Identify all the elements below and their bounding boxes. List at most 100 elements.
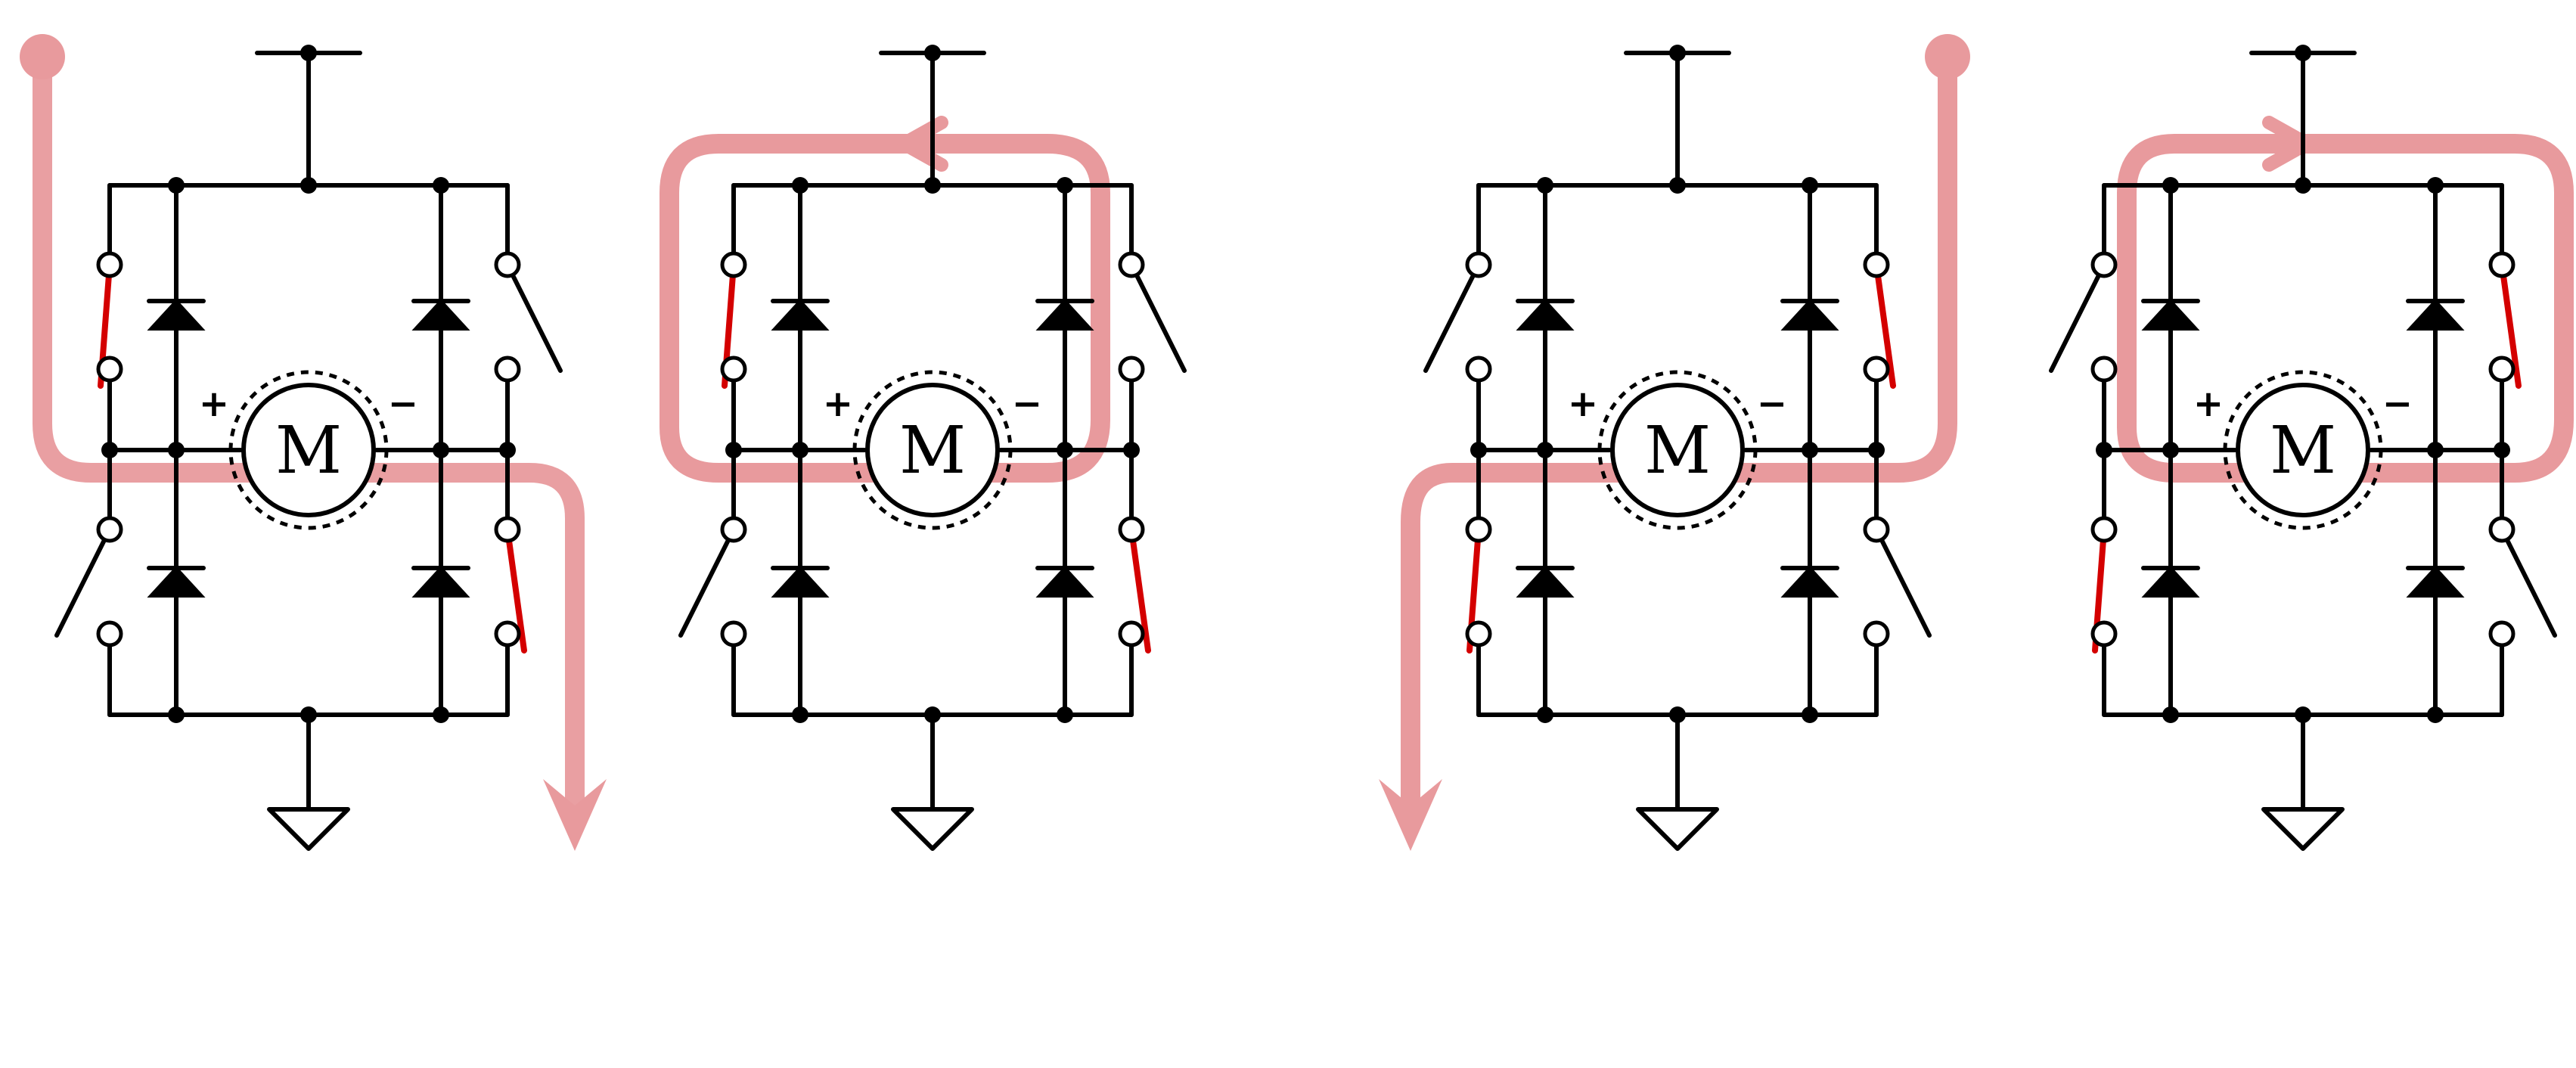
switch-terminal xyxy=(720,355,747,383)
motor-label: M xyxy=(899,413,966,489)
current-source-dot xyxy=(1925,34,1970,79)
switch-bottom-right xyxy=(504,526,527,654)
junction-node xyxy=(300,177,317,194)
motor-label: M xyxy=(2270,413,2336,489)
motor-label: M xyxy=(1644,413,1711,489)
diode-bottom-right-anode xyxy=(2406,566,2465,598)
motor xyxy=(241,383,376,517)
diode-bottom-left-anode xyxy=(147,566,206,598)
junction-node xyxy=(1057,442,1073,458)
h-bridge-circuit-1: M + − xyxy=(20,34,607,851)
diode-top-left-anode xyxy=(2141,299,2200,331)
junction-node xyxy=(1537,442,1553,458)
junction-node xyxy=(2427,442,2444,458)
switch-top-right xyxy=(1129,262,1187,373)
diode-bottom-right-anode xyxy=(411,566,470,598)
junction-node xyxy=(1868,442,1885,458)
motor xyxy=(1610,383,1745,517)
switch-top-right xyxy=(2499,262,2522,389)
motor-plus-label: + xyxy=(199,383,229,425)
switch-terminal xyxy=(1465,355,1492,383)
switch-terminal xyxy=(2488,251,2515,278)
switch-bottom-right xyxy=(2500,527,2557,638)
supply-node xyxy=(2295,45,2311,61)
diode-top-right-anode xyxy=(1780,299,1839,331)
switch-bottom-right xyxy=(1128,526,1151,654)
current-direction-chevron xyxy=(2262,116,2314,172)
motor-minus-label: − xyxy=(2382,383,2413,425)
switch-terminal xyxy=(2090,620,2118,647)
diode-top-right-anode xyxy=(1035,299,1094,331)
junction-node xyxy=(168,442,185,458)
junction-node xyxy=(792,442,808,458)
switch-bottom-left xyxy=(678,527,736,638)
diode-top-left-anode xyxy=(147,299,206,331)
junction-node xyxy=(1669,177,1686,194)
switch-terminal xyxy=(1118,620,1145,647)
current-arrowhead xyxy=(1379,779,1442,851)
switch-terminal xyxy=(1465,620,1492,647)
diode-bottom-right-anode xyxy=(1780,566,1839,598)
ground-symbol xyxy=(1636,807,1719,851)
h-bridge-circuit-2: M+− xyxy=(660,45,1187,851)
switch-terminal xyxy=(2488,620,2515,647)
current-source-dot xyxy=(20,34,65,79)
junction-node xyxy=(1802,442,1818,458)
ground-symbol xyxy=(267,807,350,851)
switch-terminal xyxy=(2090,516,2118,543)
supply-node xyxy=(300,45,317,61)
motor xyxy=(865,383,1000,517)
switch-terminal xyxy=(494,251,521,278)
junction-node xyxy=(2096,442,2112,458)
switch-terminal xyxy=(1118,516,1145,543)
diode-top-left-anode xyxy=(1516,299,1575,331)
supply-node xyxy=(924,45,941,61)
switch-terminal xyxy=(720,251,747,278)
motor-plus-label: + xyxy=(2193,383,2224,425)
switch-top-left xyxy=(2049,262,2106,373)
junction-node xyxy=(101,442,118,458)
switch-terminal xyxy=(1118,251,1145,278)
h-bridge-circuit-3: M+− xyxy=(1379,34,1970,851)
switch-bottom-left xyxy=(54,527,112,638)
diode-bottom-left-anode xyxy=(771,566,830,598)
switch-bottom-right xyxy=(1874,527,1932,638)
junction-node xyxy=(924,177,941,194)
switch-terminal xyxy=(96,251,123,278)
diode-bottom-left-anode xyxy=(2141,566,2200,598)
junction-node xyxy=(2162,442,2179,458)
switch-terminal xyxy=(96,620,123,647)
motor-label: M xyxy=(275,413,342,489)
switch-terminal xyxy=(2488,516,2515,543)
switch-terminal xyxy=(720,620,747,647)
switch-terminal xyxy=(1863,620,1890,647)
switch-terminal xyxy=(96,355,123,383)
switch-terminal xyxy=(1863,355,1890,383)
diode-bottom-left-anode xyxy=(1516,566,1575,598)
junction-node xyxy=(499,442,516,458)
motor-shield xyxy=(2223,370,2383,530)
supply-node xyxy=(1669,45,1686,61)
h-bridge-circuit-4: M + − xyxy=(2049,45,2574,851)
switch-terminal xyxy=(2488,355,2515,383)
junction-node xyxy=(1123,442,1140,458)
switch-top-right xyxy=(1873,262,1896,389)
switch-terminal xyxy=(1118,355,1145,383)
switch-terminal xyxy=(494,355,521,383)
switch-terminal xyxy=(1465,516,1492,543)
switch-terminal xyxy=(494,516,521,543)
ground-symbol xyxy=(2261,807,2345,851)
ground-symbol xyxy=(891,807,974,851)
motor-minus-label: − xyxy=(388,383,418,425)
motor-plus-label: + xyxy=(823,383,853,425)
diode-top-right-anode xyxy=(2406,299,2465,331)
junction-node xyxy=(433,442,449,458)
switch-terminal xyxy=(2090,355,2118,383)
motor-shield xyxy=(1597,370,1758,530)
switch-top-left xyxy=(1423,262,1481,373)
switch-terminal xyxy=(1465,251,1492,278)
current-arrowhead xyxy=(543,779,607,851)
motor xyxy=(2236,383,2370,517)
switch-terminal xyxy=(2090,251,2118,278)
